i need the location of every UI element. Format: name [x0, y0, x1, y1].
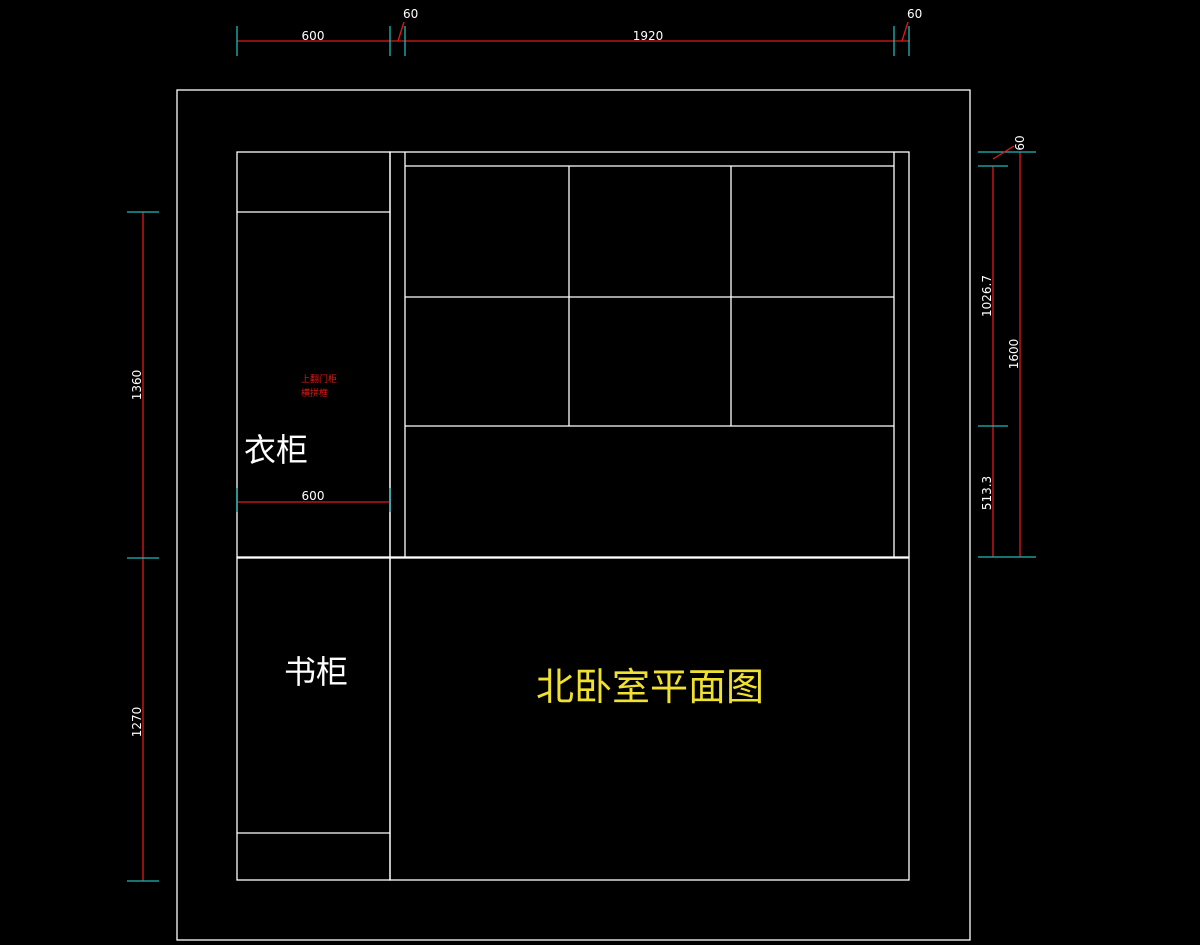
- outer-wall: [176, 89, 971, 941]
- right-leader: [992, 145, 1015, 160]
- top-leader-right: [901, 21, 909, 42]
- dim-left-upper-height: 1360: [130, 370, 144, 401]
- dim-top-left-width: 600: [302, 29, 325, 43]
- drawing-title: 北卧室平面图: [536, 665, 764, 709]
- bookcase-label: 书柜: [284, 653, 348, 691]
- dim-right-gap: 60: [1013, 135, 1027, 150]
- wardrobe-note-line1: 上翻门柜: [301, 373, 337, 385]
- left-dimension-chain: 1360 1270: [127, 211, 159, 882]
- dim-right-upper: 1026.7: [980, 275, 994, 317]
- wardrobe-width-dimension: 600: [236, 488, 391, 512]
- top-dimension-chain: 600 60 1920 60: [236, 7, 922, 56]
- room-lower-area: [389, 557, 910, 881]
- dim-top-main-width: 1920: [633, 29, 664, 43]
- dim-left-lower-height: 1270: [130, 707, 144, 738]
- dim-right-total: 1600: [1007, 339, 1021, 370]
- wardrobe-note-line2: 横拼框: [301, 387, 328, 399]
- bed-frame-outer: [389, 151, 910, 558]
- top-leader-left: [397, 21, 405, 42]
- dim-wardrobe-width: 600: [302, 489, 325, 503]
- wardrobe-label: 衣柜: [244, 431, 308, 469]
- right-dimension-chain: 60 1026.7 513.3 1600: [978, 135, 1036, 558]
- bookcase-outline: [236, 557, 391, 881]
- dim-top-gap-right: 60: [907, 7, 922, 21]
- dim-right-lower: 513.3: [980, 476, 994, 510]
- dim-top-gap-left: 60: [403, 7, 418, 21]
